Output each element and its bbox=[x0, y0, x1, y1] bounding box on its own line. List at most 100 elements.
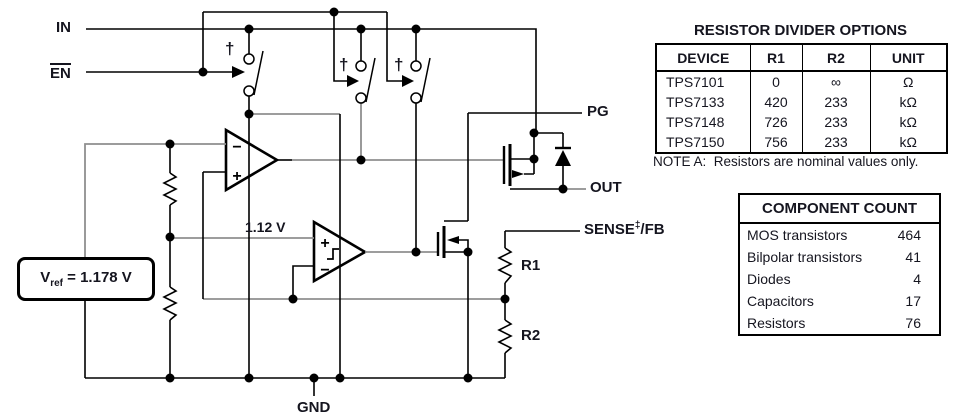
error-amplifier: − + bbox=[224, 127, 280, 193]
nmos-source-wire bbox=[444, 251, 469, 378]
table-row: Capacitors 17 bbox=[739, 290, 940, 312]
table-row: TPS7148 726 233 kΩ bbox=[656, 112, 947, 132]
nmos-body-arrow-icon bbox=[447, 236, 459, 244]
cell-component: Bilpolar transistors bbox=[747, 249, 863, 265]
switch3-feed-wire bbox=[386, 12, 402, 82]
switch-actuator-arrow-icon bbox=[402, 75, 414, 87]
dagger-mark-1: † bbox=[225, 39, 235, 58]
cell-r1: 0 bbox=[749, 71, 802, 92]
black-nets bbox=[84, 11, 582, 396]
cell-device: TPS7148 bbox=[666, 114, 725, 130]
cell-count: 4 bbox=[913, 271, 921, 287]
cell-r1: 420 bbox=[749, 92, 802, 112]
error-amp-plus-input: + bbox=[232, 168, 241, 185]
sense-note-marker: ‡ bbox=[634, 220, 641, 231]
component-count-title: COMPONENT COUNT bbox=[739, 194, 940, 224]
shutdown-switch-2 bbox=[347, 57, 376, 104]
pg-wire bbox=[467, 112, 582, 221]
cell-component: Resistors bbox=[747, 315, 806, 331]
switch-contact bbox=[410, 92, 422, 104]
vref-to-error-amp-wire bbox=[84, 143, 226, 258]
body-diode bbox=[555, 146, 571, 166]
pin-label-in: IN bbox=[56, 19, 71, 36]
dagger-mark-2: † bbox=[339, 55, 349, 74]
pmos-body-wire bbox=[524, 133, 535, 175]
switch-contact bbox=[243, 53, 255, 65]
table-row: Diodes 4 bbox=[739, 268, 940, 290]
cell-unit: kΩ bbox=[869, 92, 947, 112]
switch-actuator-arrow-icon bbox=[232, 66, 245, 78]
switch2-feed-wire bbox=[333, 12, 347, 82]
hysteresis-icon bbox=[327, 248, 339, 260]
pg-pulldown-nmos bbox=[436, 226, 459, 258]
shutdown-switch-1 bbox=[232, 50, 264, 97]
cell-count: 76 bbox=[905, 315, 921, 331]
in-rail-wire bbox=[86, 28, 537, 133]
error-amp-fb-input-wire bbox=[202, 171, 226, 299]
pin-label-out: OUT bbox=[590, 179, 622, 196]
label-r1: R1 bbox=[521, 257, 541, 274]
shutdown-switch-3 bbox=[402, 57, 431, 104]
cell-component: Diodes bbox=[747, 271, 791, 287]
table-row: TPS7101 0 ∞ Ω bbox=[656, 71, 947, 92]
comparator-minus-input: − bbox=[320, 262, 329, 279]
cell-count: 41 bbox=[905, 249, 921, 265]
switch-contact bbox=[243, 85, 255, 97]
col-header-unit: UNIT bbox=[869, 44, 947, 72]
cell-device: TPS7101 bbox=[666, 74, 725, 90]
label-r2: R2 bbox=[521, 327, 541, 344]
reference-resistor-top bbox=[162, 172, 178, 206]
vref-annotation-box: Vref = 1.178 V bbox=[17, 257, 155, 301]
cell-component: MOS transistors bbox=[747, 227, 848, 243]
pin-label-sense-fb: SENSE‡/FB bbox=[584, 220, 665, 238]
table-header-row: COMPONENT COUNT bbox=[739, 194, 940, 224]
cell-count: 464 bbox=[897, 227, 921, 243]
resistor-divider-table: DEVICE R1 R2 UNIT TPS7101 0 ∞ Ω TPS7133 … bbox=[655, 43, 948, 154]
resistor-divider-table-title: RESISTOR DIVIDER OPTIONS bbox=[693, 22, 908, 39]
junction-dots bbox=[165, 7, 568, 383]
pass-transistor-pmos bbox=[502, 144, 524, 186]
en-overline: EN bbox=[50, 63, 71, 82]
table-row: MOS transistors 464 bbox=[739, 223, 940, 246]
table-row: TPS7150 756 233 kΩ bbox=[656, 132, 947, 153]
cell-count: 17 bbox=[905, 293, 921, 309]
cell-r2: ∞ bbox=[801, 71, 870, 92]
dagger-mark-3: † bbox=[394, 55, 404, 74]
cell-r1: 756 bbox=[749, 132, 802, 153]
pmos-body-arrow-icon bbox=[512, 170, 524, 178]
pin-label-gnd: GND bbox=[297, 399, 331, 416]
table-row: Resistors 76 bbox=[739, 312, 940, 335]
table-header-row: DEVICE R1 R2 UNIT bbox=[656, 44, 947, 72]
pin-label-pg: PG bbox=[587, 103, 609, 120]
switch-contact bbox=[410, 60, 422, 72]
diode-triangle-icon bbox=[555, 150, 571, 166]
resistors bbox=[162, 172, 513, 354]
cell-r2: 233 bbox=[801, 112, 870, 132]
component-count-table: COMPONENT COUNT MOS transistors 464 Bilp… bbox=[738, 193, 941, 336]
col-header-r1: R1 bbox=[749, 44, 802, 72]
col-header-r2: R2 bbox=[801, 44, 870, 72]
cell-unit: kΩ bbox=[869, 112, 947, 132]
cell-component: Capacitors bbox=[747, 293, 814, 309]
cell-r2: 233 bbox=[801, 132, 870, 153]
cell-unit: kΩ bbox=[869, 132, 947, 153]
table-row: TPS7133 420 233 kΩ bbox=[656, 92, 947, 112]
switch-contact bbox=[355, 92, 367, 104]
resistor-r2 bbox=[497, 319, 513, 354]
cell-r2: 233 bbox=[801, 92, 870, 112]
error-amp-minus-input: − bbox=[232, 139, 241, 156]
cell-device: TPS7150 bbox=[666, 134, 725, 150]
comparator-fb-input-wire bbox=[292, 265, 314, 299]
pin-label-en: EN bbox=[50, 63, 71, 83]
cell-device: TPS7133 bbox=[666, 94, 725, 110]
switch-contact bbox=[355, 60, 367, 72]
reference-resistor-bottom bbox=[162, 286, 178, 321]
comparator-threshold-label: 1.12 V bbox=[245, 219, 286, 235]
switch-actuator-arrow-icon bbox=[347, 75, 359, 87]
table-note: NOTE A: Resistors are nominal values onl… bbox=[653, 154, 919, 169]
table-row: Bilpolar transistors 41 bbox=[739, 246, 940, 268]
col-header-device: DEVICE bbox=[656, 44, 750, 72]
comparator-plus-input: + bbox=[320, 235, 329, 252]
